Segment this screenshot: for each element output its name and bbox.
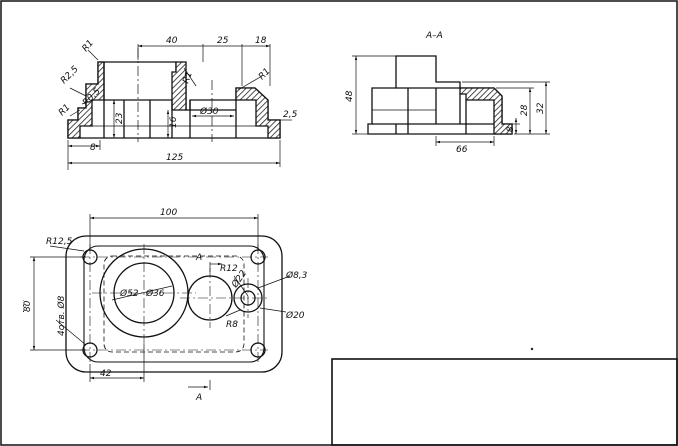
top-dimensions — [30, 214, 291, 390]
section-label: A–A — [425, 31, 443, 41]
dim-r8: R8 — [226, 320, 238, 330]
dim-d36: Ø36 — [145, 288, 165, 299]
front-dimensions — [67, 44, 292, 170]
dim-r12: R12 — [220, 264, 238, 274]
dim-18: 18 — [255, 36, 267, 46]
dim-28: 28 — [520, 104, 530, 116]
dim-32: 32 — [536, 102, 546, 114]
top-outer-plate — [65, 235, 283, 373]
dim-100: 100 — [160, 208, 177, 218]
dim-48: 48 — [345, 90, 355, 102]
dim-23: 23 — [115, 112, 125, 124]
dim-d52: Ø52 — [119, 288, 139, 299]
dim-40: 40 — [166, 36, 178, 46]
dim-125: 125 — [166, 153, 183, 163]
top-view — [65, 235, 283, 373]
dim-d8-3: Ø8,3 — [285, 270, 308, 281]
title-block — [331, 358, 678, 446]
section-dim-labels: 48 28 32 8 66 — [345, 90, 546, 155]
section-hatch — [459, 87, 513, 135]
dim-r2-5: R2,5 — [59, 64, 81, 86]
dim-66: 66 — [456, 145, 468, 155]
dim-8-section: 8 — [506, 126, 516, 132]
top-inner-rim — [83, 245, 265, 363]
section-dimensions — [352, 55, 550, 146]
dim-d30: Ø30 — [199, 106, 219, 117]
dim-42: 42 — [100, 369, 112, 379]
dim-25: 25 — [217, 36, 229, 46]
cut-label-a-bottom: A — [195, 393, 202, 403]
top-dim-labels: 100 R12,5 A R12 Ø22 Ø8,3 Ø52 Ø36 Ø20 R8 … — [23, 208, 308, 403]
dim-8: 8 — [90, 143, 96, 153]
cut-label-a-top: A — [195, 253, 202, 263]
dim-r12-5: R12,5 — [46, 237, 73, 247]
dim-d20: Ø20 — [285, 310, 305, 321]
front-hatch-tower — [171, 61, 187, 111]
dim-holes: 4отв. Ø8 — [56, 295, 67, 336]
dim-2-5: 2,5 — [283, 110, 298, 120]
dim-80: 80 — [23, 300, 33, 312]
dim-r1-top: R1 — [81, 38, 96, 54]
dim-r1-mid: R1 — [181, 70, 194, 85]
front-hatch-right — [235, 87, 281, 139]
stray-mark — [530, 347, 534, 351]
section-view — [367, 55, 513, 135]
dim-16: 16 — [169, 116, 179, 128]
